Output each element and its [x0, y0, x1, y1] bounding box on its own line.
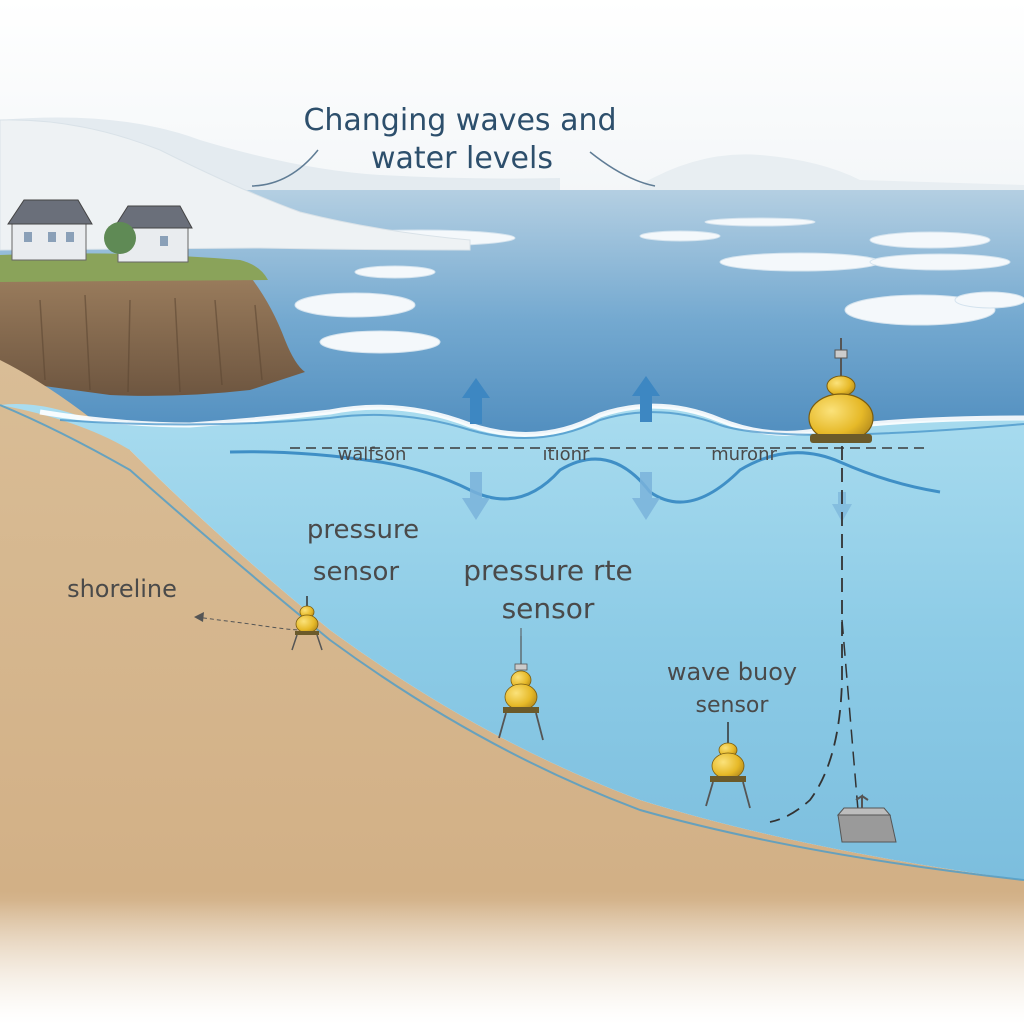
shoreline-leader — [195, 616, 301, 631]
bottom-fade — [0, 900, 1024, 1024]
house-icon — [7, 199, 93, 261]
ice-floes — [294, 217, 1024, 354]
buoy-icon — [808, 338, 874, 443]
distant-hills-right — [640, 154, 1024, 195]
water-cross-section — [0, 404, 1024, 880]
pressure-sensor-1-label-line2: sensor — [313, 557, 399, 587]
tree — [104, 222, 136, 254]
shoreline-label: shoreline — [67, 575, 177, 603]
arrow-up-icon — [462, 378, 490, 424]
arrow-down-icon — [632, 472, 660, 520]
pressure-sensor-2-label-line1: pressure rte — [463, 554, 633, 587]
arrow-down-icon — [462, 472, 490, 520]
pressure-sensor-2-label-line2: sensor — [502, 592, 595, 625]
sensor-icon — [705, 722, 751, 809]
pressure-sensor-1-label-line1: pressure — [307, 515, 419, 545]
title-line-2: water levels — [371, 141, 553, 176]
beach-seabed — [0, 360, 1024, 1024]
wave-surface-line — [59, 411, 1024, 439]
title-line-1: Changing waves and — [303, 103, 616, 138]
surface-label-right: muronr — [711, 444, 777, 465]
shoreline-arrowhead — [194, 612, 204, 622]
snowy-ridge — [0, 119, 471, 251]
anchor-line — [841, 619, 859, 811]
surface-label-left: walfson — [338, 444, 407, 465]
anchor-block-icon — [836, 794, 897, 843]
wave-buoy-label-line2: sensor — [696, 693, 770, 718]
cliff — [0, 253, 305, 396]
arrow-down-icon — [832, 492, 852, 522]
seabed-edge — [0, 404, 1024, 881]
title-callout-left — [251, 149, 319, 187]
sensor-icon — [291, 596, 323, 651]
wave-trough-line — [229, 450, 941, 504]
house-icon — [104, 205, 193, 263]
title-callout-right — [589, 151, 656, 187]
wave-buoy-label-line1: wave buoy — [667, 658, 797, 686]
arrow-up-icon — [632, 376, 660, 422]
surface-label-middle: ıtıonr — [543, 444, 590, 465]
